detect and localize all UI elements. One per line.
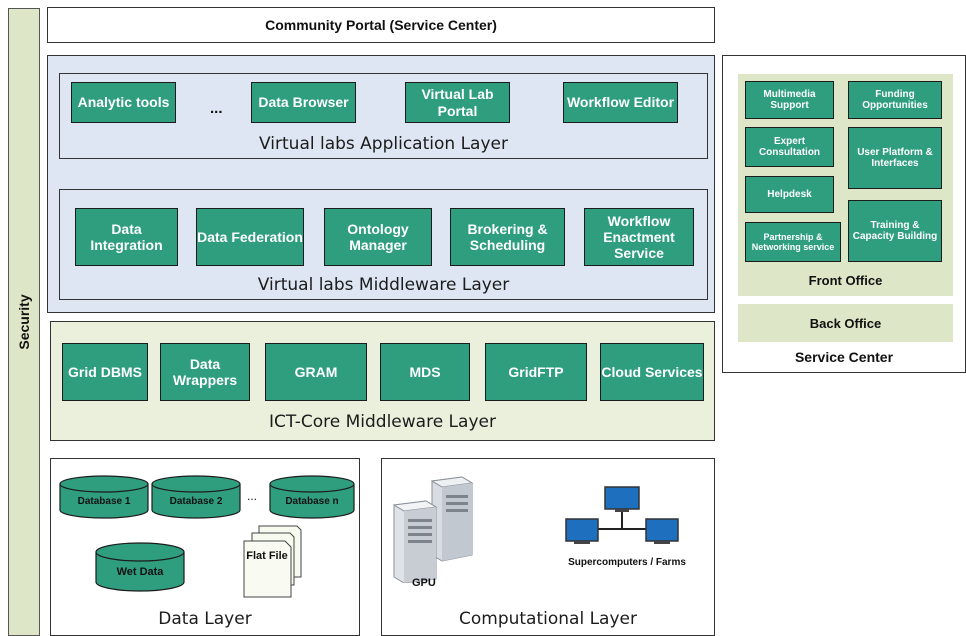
application-ellipsis: ... xyxy=(210,100,223,117)
community-portal-label: Community Portal (Service Center) xyxy=(265,17,497,33)
front-office-panel: Multimedia Support Funding Opportunities… xyxy=(738,74,953,296)
database-2-cylinder xyxy=(151,475,241,519)
service-center: Multimedia Support Funding Opportunities… xyxy=(722,55,966,373)
workflow-editor-box: Workflow Editor xyxy=(563,82,678,123)
virtual-lab-portal-box: Virtual Lab Portal xyxy=(405,82,510,123)
multimedia-support-box: Multimedia Support xyxy=(745,81,834,119)
data-browser-box: Data Browser xyxy=(251,82,356,123)
analytic-tools-box: Analytic tools xyxy=(71,82,176,123)
application-layer: Analytic tools ... Data Browser Virtual … xyxy=(59,73,708,159)
database-n-cylinder xyxy=(269,475,355,519)
grid-dbms-box: Grid DBMS xyxy=(62,343,148,401)
partnership-box: Partnership & Networking service xyxy=(745,222,841,262)
ict-core-layer-label: ICT-Core Middleware Layer xyxy=(269,412,496,432)
computational-layer: GPU Supercomputers / Farms Computational… xyxy=(381,458,715,636)
mds-box: MDS xyxy=(380,343,470,401)
gridftp-box: GridFTP xyxy=(485,343,587,401)
data-federation-box: Data Federation xyxy=(196,208,304,266)
funding-opportunities-box: Funding Opportunities xyxy=(848,81,942,119)
data-layer-label: Data Layer xyxy=(158,609,252,629)
front-office-label: Front Office xyxy=(808,273,883,288)
training-box: Training & Capacity Building xyxy=(848,200,942,262)
database-ellipsis: ... xyxy=(247,489,258,503)
data-wrappers-box: Data Wrappers xyxy=(160,343,250,401)
brokering-scheduling-box: Brokering & Scheduling xyxy=(450,208,565,266)
flat-file-icon xyxy=(243,525,302,598)
wet-data-cylinder xyxy=(95,542,185,592)
middleware-layer: Data Integration Data Federation Ontolog… xyxy=(59,189,708,300)
data-layer: Database 1 Database 2 ... Database n Wet… xyxy=(50,458,360,636)
data-integration-box: Data Integration xyxy=(75,208,178,266)
ontology-manager-box: Ontology Manager xyxy=(324,208,432,266)
gram-box: GRAM xyxy=(265,343,367,401)
gpu-server-icon xyxy=(392,476,474,583)
cloud-services-box: Cloud Services xyxy=(600,343,704,401)
back-office-panel: Back Office xyxy=(738,304,953,342)
computational-layer-label: Computational Layer xyxy=(459,609,637,629)
back-office-label: Back Office xyxy=(809,315,882,331)
virtual-labs-container: Analytic tools ... Data Browser Virtual … xyxy=(47,55,715,313)
flat-file-label: Flat File xyxy=(246,550,288,562)
application-layer-label: Virtual labs Application Layer xyxy=(259,134,508,154)
user-platform-box: User Platform & Interfaces xyxy=(848,127,942,189)
database-1-label: Database 1 xyxy=(77,496,131,507)
security-bar: Security xyxy=(8,8,40,636)
network-computers-icon xyxy=(565,486,679,544)
wet-data-label: Wet Data xyxy=(116,566,164,578)
ict-core-layer: Grid DBMS Data Wrappers GRAM MDS GridFTP… xyxy=(50,321,715,441)
service-center-label: Service Center xyxy=(794,349,894,365)
middleware-layer-label: Virtual labs Middleware Layer xyxy=(257,275,510,295)
database-1-cylinder xyxy=(59,475,149,519)
workflow-enactment-box: Workflow Enactment Service xyxy=(584,208,694,266)
community-portal-box: Community Portal (Service Center) xyxy=(47,7,715,43)
database-2-label: Database 2 xyxy=(169,496,223,507)
database-n-label: Database n xyxy=(285,496,339,507)
security-label: Security xyxy=(16,294,32,350)
gpu-label: GPU xyxy=(412,577,436,589)
supercomputers-label: Supercomputers / Farms xyxy=(568,557,686,568)
helpdesk-box: Helpdesk xyxy=(745,176,834,213)
expert-consultation-box: Expert Consultation xyxy=(745,127,834,167)
